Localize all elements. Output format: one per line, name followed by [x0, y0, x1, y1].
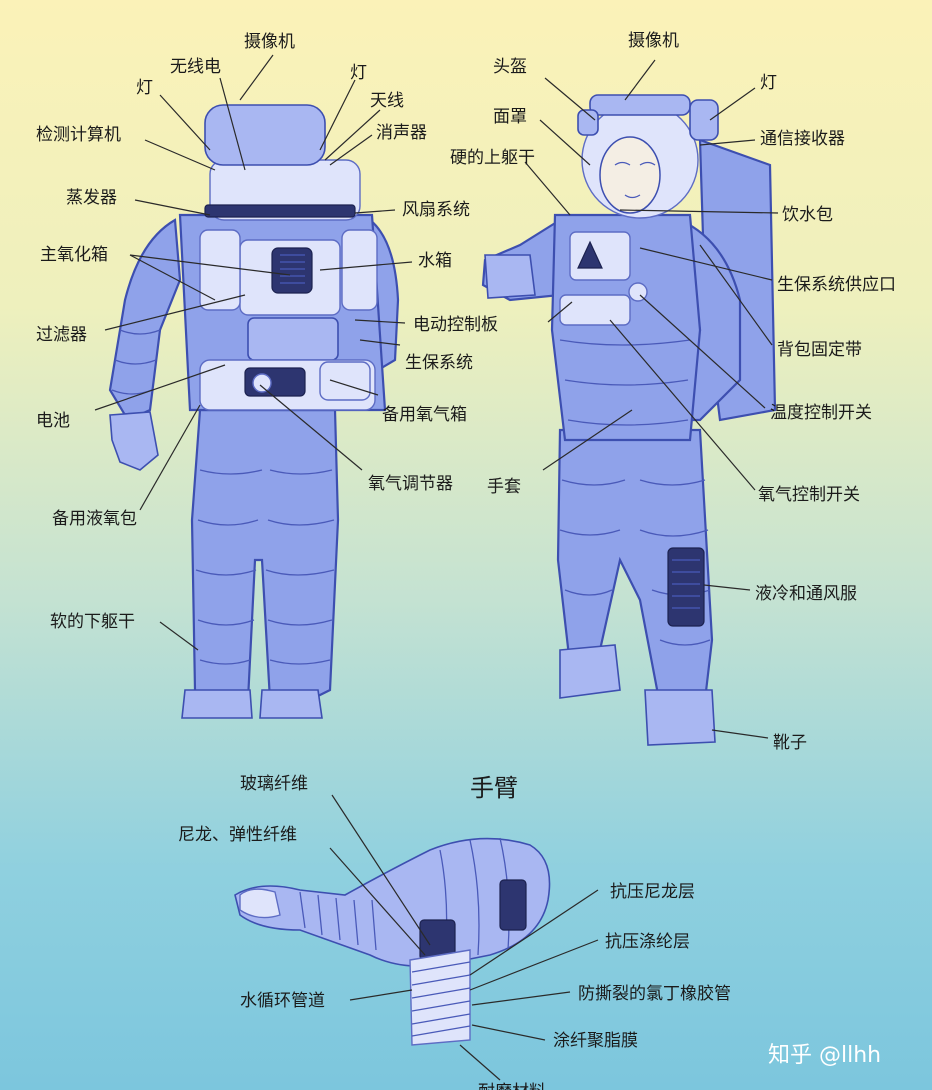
label-light-left-a: 灯 [136, 78, 153, 98]
label-water-circulation-tube: 水循环管道 [240, 991, 325, 1011]
label-water-tank: 水箱 [418, 251, 452, 271]
arm-section-title: 手臂 [470, 774, 518, 802]
label-camera-left: 摄像机 [244, 32, 295, 52]
label-wireless: 无线电 [170, 57, 221, 77]
label-visor: 面罩 [493, 107, 527, 127]
label-nylon-elastic: 尼龙、弹性纤维 [178, 825, 297, 845]
label-electric-control-panel: 电动控制板 [413, 315, 498, 335]
label-pressure-nylon: 抗压尼龙层 [610, 882, 695, 902]
label-coated-polyester-film: 涂纤聚脂膜 [553, 1031, 638, 1051]
label-life-support-system: 生保系统 [405, 353, 473, 373]
label-light-right: 灯 [760, 73, 777, 93]
label-tear-resistant-tube: 防撕裂的氯丁橡胶管 [578, 984, 731, 1004]
label-cooling-garment: 液冷和通风服 [755, 584, 857, 604]
label-cut-off-bottom: 耐磨材料 [478, 1082, 546, 1090]
arm-cross-section [234, 837, 551, 1046]
label-helmet: 头盔 [493, 57, 527, 77]
label-boots: 靴子 [773, 733, 807, 753]
label-glass-fiber: 玻璃纤维 [240, 774, 308, 794]
label-evaporator: 蒸发器 [66, 188, 117, 208]
label-light-left-b: 灯 [350, 63, 367, 83]
label-monitor-computer: 检测计算机 [36, 125, 121, 145]
label-oxygen-switch: 氧气控制开关 [758, 485, 860, 505]
labels: 摄像机 无线电 灯 灯 天线 检测计算机 消声器 蒸发器 风扇系统 主氧化箱 水… [36, 31, 896, 1090]
back-view-spacesuit [108, 104, 400, 719]
label-temperature-switch: 温度控制开关 [770, 403, 872, 423]
label-soft-lower-torso: 软的下躯干 [50, 612, 135, 632]
label-silencer: 消声器 [376, 123, 427, 143]
label-backpack-strap: 背包固定带 [777, 340, 862, 360]
label-antenna: 天线 [370, 91, 404, 111]
label-backup-liquid-oxygen: 备用液氧包 [52, 509, 137, 529]
label-camera-right: 摄像机 [628, 31, 679, 51]
label-life-support-supply: 生保系统供应口 [777, 275, 896, 295]
watermark: 知乎 @llhh [768, 1043, 881, 1068]
front-view-spacesuit [481, 94, 777, 746]
label-water-bag: 饮水包 [782, 205, 833, 225]
label-oxygen-regulator: 氧气调节器 [368, 474, 453, 494]
label-backup-oxygen-box: 备用氧气箱 [382, 405, 467, 425]
label-fan-system: 风扇系统 [402, 200, 470, 220]
leader-lines [94, 54, 779, 1081]
label-comm-receiver: 通信接收器 [760, 129, 845, 149]
label-main-oxygen-box: 主氧化箱 [40, 245, 108, 265]
label-pressure-polyester: 抗压涤纶层 [605, 932, 690, 952]
label-hard-upper-torso: 硬的上躯干 [450, 148, 535, 168]
label-filter: 过滤器 [36, 325, 87, 345]
label-glove: 手套 [487, 477, 521, 497]
label-battery: 电池 [36, 411, 70, 431]
